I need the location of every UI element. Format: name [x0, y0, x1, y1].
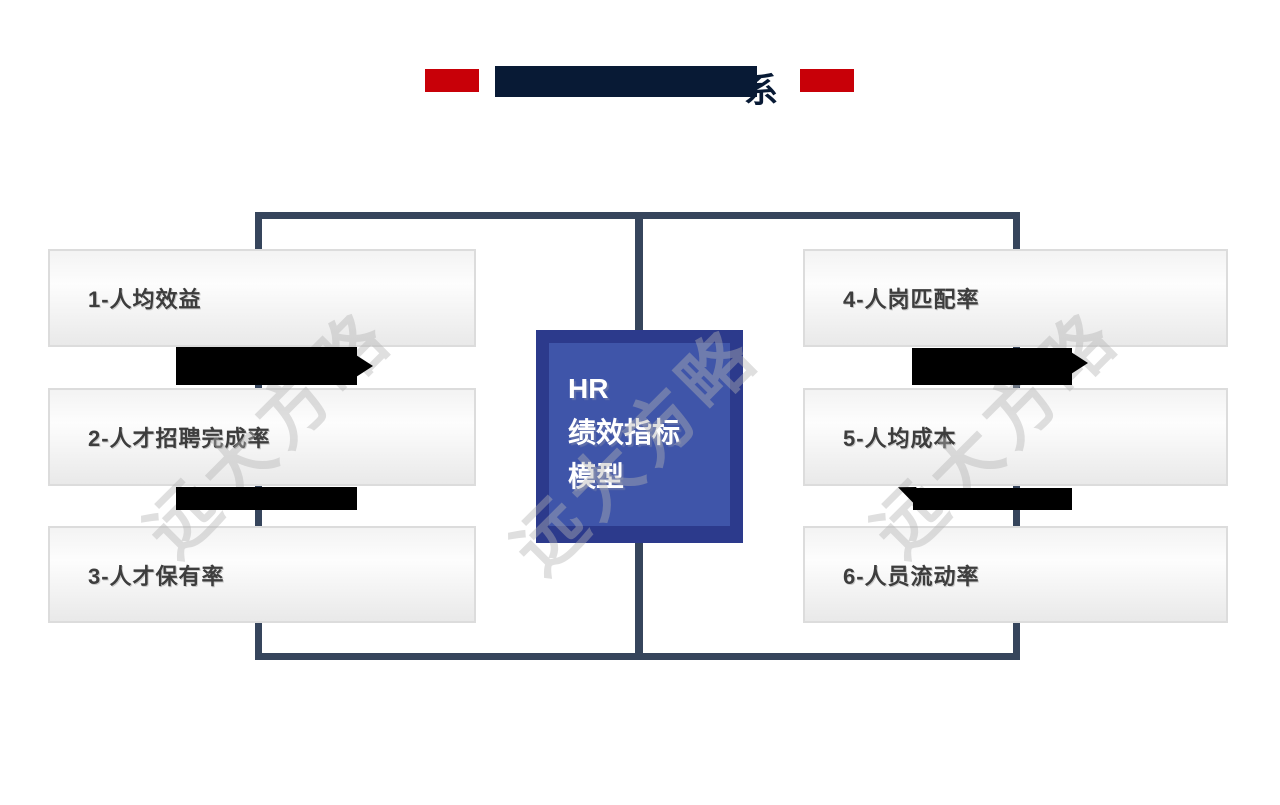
title-accent-right: [800, 69, 854, 92]
indicator-label-4: 4-人岗匹配率: [843, 287, 980, 312]
redaction-bar-left-bottom: [176, 487, 357, 510]
hr-model-line-3: 模型: [568, 461, 625, 492]
indicator-label-3: 3-人才保有率: [88, 563, 225, 589]
redaction-bar-right-top: [912, 348, 1072, 385]
hr-model-line-1: HR: [568, 373, 609, 404]
hr-model-line-2: 绩效指标: [568, 417, 681, 448]
indicator-box-4: 4-人岗匹配率: [803, 249, 1228, 347]
indicator-box-6: 6-人员流动率: [803, 526, 1228, 623]
hr-model-box-inner: HR 绩效指标 模型: [549, 343, 730, 526]
indicator-box-3: 3-人才保有率: [48, 526, 476, 623]
indicator-label-5: 5-人均成本: [843, 426, 957, 451]
hr-model-box: HR 绩效指标 模型: [536, 330, 743, 543]
indicator-label-6: 6-人员流动率: [843, 563, 980, 589]
indicator-label-2: 2-人才招聘完成率: [88, 426, 271, 451]
title-redaction-bar: [495, 66, 757, 97]
indicator-box-2: 2-人才招聘完成率: [48, 388, 476, 486]
indicator-label-1: 1-人均效益: [88, 287, 202, 312]
arrow-right-icon: [356, 355, 373, 377]
title-accent-left: [425, 69, 479, 92]
arrow-right-icon: [1071, 352, 1088, 374]
arrow-left-icon: [895, 483, 917, 503]
redaction-bar-left-top: [176, 347, 357, 385]
indicator-box-5: 5-人均成本: [803, 388, 1228, 486]
redaction-bar-right-bottom: [913, 488, 1072, 510]
indicator-box-1: 1-人均效益: [48, 249, 476, 347]
